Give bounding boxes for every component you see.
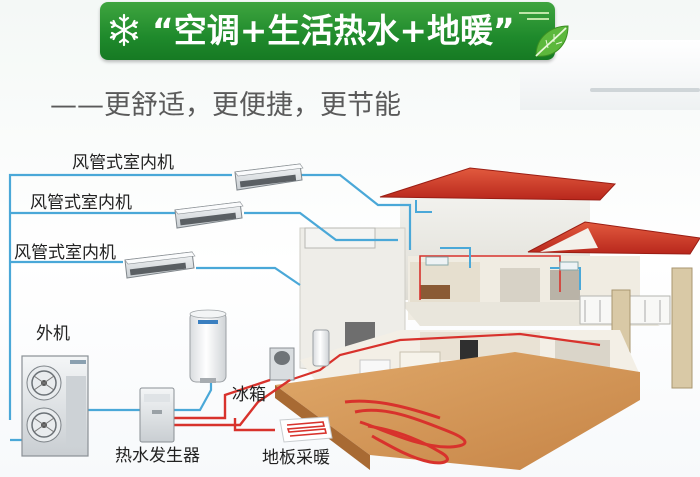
- subtitle: ——更舒适，更便捷，更节能: [50, 90, 401, 121]
- floor-heating-panel: [279, 416, 333, 443]
- indoor-unit-2: [174, 201, 244, 229]
- heating-pipes: [171, 378, 291, 432]
- outdoor-unit-label: 外机: [36, 324, 70, 344]
- water-tank: [189, 309, 227, 383]
- water-heater-label: 热水发生器: [115, 446, 200, 466]
- snowflake-icon: [109, 13, 139, 47]
- house-illustration: [269, 167, 700, 470]
- water-tank-label: 冰箱: [232, 385, 266, 405]
- indoor-unit-1-label: 风管式室内机: [72, 153, 174, 173]
- title-banner: “空调+生活热水+地暖”: [100, 2, 555, 60]
- outdoor-unit: [21, 355, 89, 457]
- page-title: “空调+生活热水+地暖”: [152, 11, 515, 50]
- floor-heating-label: 地板采暖: [262, 448, 330, 468]
- indoor-unit-3: [124, 251, 196, 279]
- indoor-unit-1: [234, 163, 304, 191]
- leaf-icon: [535, 25, 569, 57]
- indoor-unit-3-label: 风管式室内机: [14, 243, 116, 263]
- refrigerant-pipes: [8, 173, 412, 442]
- indoor-unit-2-label: 风管式室内机: [30, 193, 132, 213]
- water-heater-unit: [139, 387, 175, 443]
